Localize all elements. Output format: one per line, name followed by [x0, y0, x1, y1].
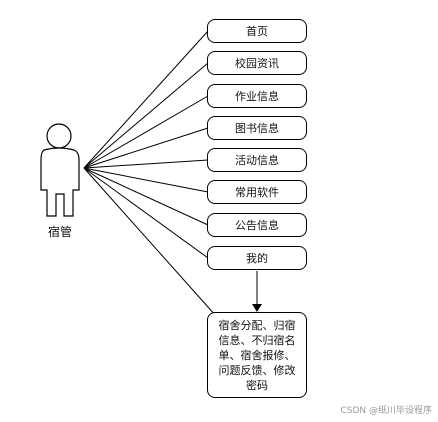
actor-label: 宿管: [47, 225, 72, 239]
association-line: [83, 95, 209, 169]
actor-figure: [40, 123, 80, 217]
use-case-activities: 活动信息: [207, 148, 307, 172]
use-case-homework: 作业信息: [207, 84, 307, 108]
association-line: [83, 127, 209, 169]
actor-head: [46, 123, 72, 149]
association-line: [83, 167, 209, 226]
association-line: [83, 167, 209, 193]
use-case-label: 活动信息: [235, 153, 279, 167]
association-line: [83, 167, 209, 259]
use-case-label: 图书信息: [235, 121, 279, 135]
use-case-mine: 我的: [207, 246, 307, 270]
association-line: [83, 30, 209, 169]
use-case-campus-news: 校园资讯: [207, 51, 307, 75]
detail-box-text: 宿舍分配、归宿信息、不归宿名单、宿舍报修、问题反馈、修改密码: [218, 318, 296, 392]
association-line: [83, 167, 217, 317]
association-lines: [83, 30, 217, 317]
actor-body: [40, 147, 80, 217]
use-case-books: 图书信息: [207, 116, 307, 140]
use-case-announcements: 公告信息: [207, 213, 307, 237]
association-line: [83, 62, 209, 169]
association-line: [83, 159, 209, 169]
use-case-label: 常用软件: [235, 185, 279, 199]
use-case-label: 公告信息: [235, 218, 279, 232]
detail-box: 宿舍分配、归宿信息、不归宿名单、宿舍报修、问题反馈、修改密码: [207, 312, 307, 398]
dependency-arrowhead: [252, 304, 262, 312]
watermark: CSDN @纸川毕设程序: [340, 406, 432, 416]
use-case-label: 我的: [246, 251, 268, 265]
use-case-label: 作业信息: [235, 89, 279, 103]
use-case-label: 校园资讯: [235, 56, 279, 70]
use-case-software: 常用软件: [207, 180, 307, 204]
use-case-home: 首页: [207, 19, 307, 43]
use-case-label: 首页: [246, 24, 268, 38]
